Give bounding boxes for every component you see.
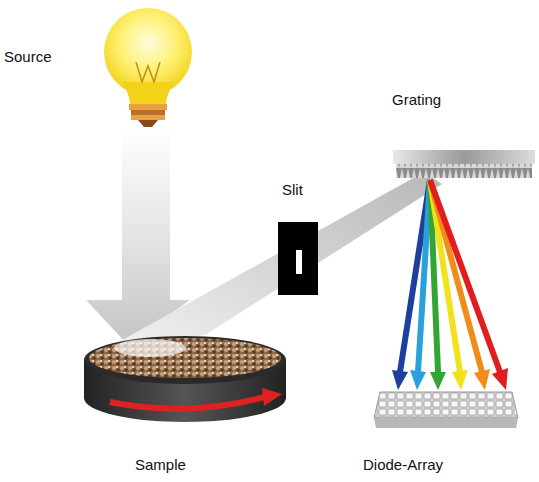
grating bbox=[393, 150, 535, 178]
slit bbox=[278, 222, 318, 295]
diode-array bbox=[374, 392, 518, 428]
source-label: Source bbox=[4, 48, 52, 66]
sample-label: Sample bbox=[135, 456, 186, 474]
sample-dish bbox=[84, 336, 286, 422]
light-bulb bbox=[104, 8, 192, 127]
grating-label: Grating bbox=[392, 91, 441, 109]
diode-array-label: Diode-Array bbox=[363, 456, 443, 474]
dispersed-rays bbox=[392, 180, 508, 390]
slit-label: Slit bbox=[282, 181, 303, 199]
